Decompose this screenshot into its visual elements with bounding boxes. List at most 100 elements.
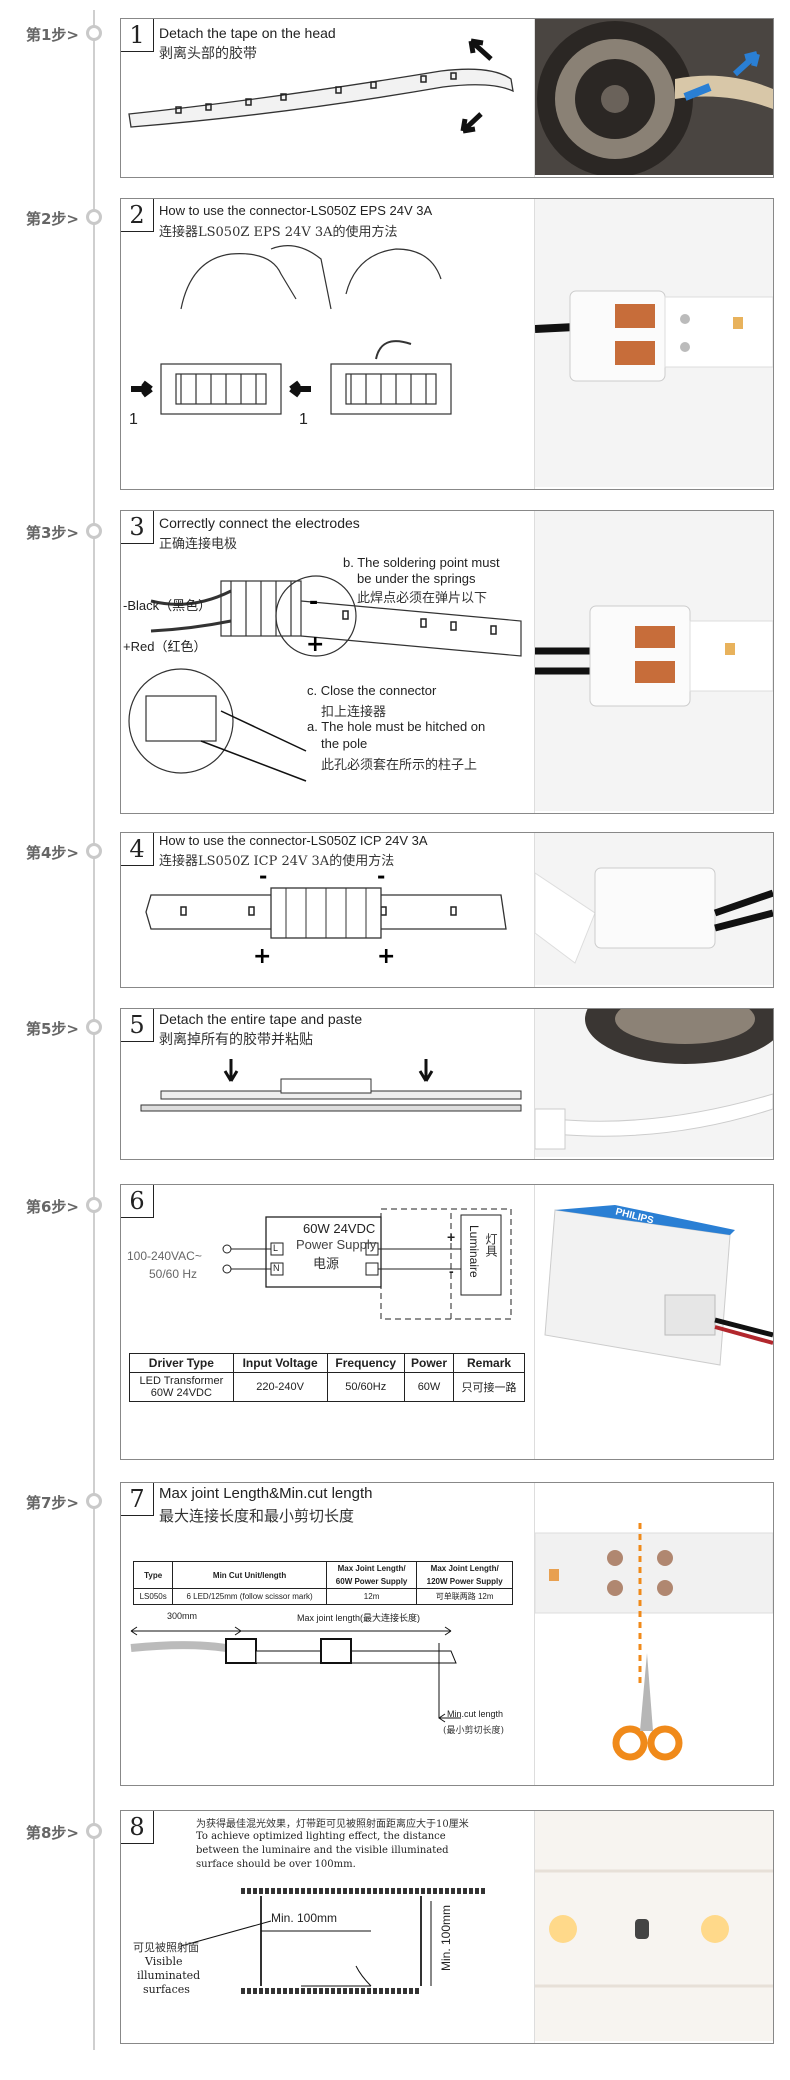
svg-text:+: + [253,944,271,969]
step-8-photo [534,1811,773,2043]
table-header: Type [132,1561,174,1589]
step-label-2: 第2步> [26,210,80,228]
table-header: Driver Type [129,1353,234,1373]
distance-note-en-3: surface should be over 100mm. [196,1859,356,1870]
step-label-8: 第8步> [26,1824,80,1842]
step-2-diagram: 2 How to use the connector-LS050Z EPS 24… [121,199,531,489]
step-number-5: 5 [121,1009,154,1042]
joint-spec-table: Type Min Cut Unit/length Max Joint Lengt… [132,1561,513,1605]
step-number-8: 8 [121,1811,154,1844]
note-c-en: c. Close the connector [307,683,437,698]
step-2-photo [534,199,773,489]
table-cell: 220-240V [232,1372,328,1402]
icp-connector-illustration: - - + + [145,864,507,969]
connector-photo [535,199,773,487]
step-label-5: 第5步> [26,1020,80,1038]
step-4-title-en: How to use the connector-LS050Z ICP 24V … [159,833,428,848]
step-panel-2: 2 How to use the connector-LS050Z EPS 24… [120,198,774,490]
note-a-en: a. The hole must be hitched on [307,719,486,734]
step-1-title-cn: 剥离头部的胶带 [159,46,257,62]
terminal-n: N [273,1263,280,1273]
step-7-diagram: 7 Max joint Length&Min.cut length 最大连接长度… [121,1483,531,1785]
step-number-3: 3 [121,511,154,544]
min-cut-en: Min.cut length [447,1709,504,1719]
step-4-diagram: 4 How to use the connector-LS050Z ICP 24… [121,833,531,987]
step-6-photo: PHILIPS [534,1185,773,1459]
wiring-illustration [222,1208,512,1320]
tape-peel-illustration [128,38,514,134]
surface-cn: 可见被照射面 [133,1941,199,1954]
step-label-1: 第1步> [26,26,80,44]
timeline-dot-3 [86,523,102,539]
step-panel-8: 8 为获得最佳混光效果，灯带距可见被照射面距离应大于10厘米 To achiev… [120,1810,774,2044]
input-voltage-label: 100-240VAC~ [127,1249,202,1263]
step-7-photo [534,1483,773,1785]
driver-photo [535,1185,773,1457]
step-5-diagram: 5 Detach the entire tape and paste 剥离掉所有… [121,1009,531,1159]
ps-cn: 电源 [313,1257,340,1272]
table-cell: 只可接一路 [453,1372,525,1402]
joint-length-illustration [130,1626,461,1723]
table-cell: 50/60Hz [326,1372,405,1402]
distance-note-en-1: To achieve optimized lighting effect, th… [196,1831,446,1842]
step-panel-5: 5 Detach the entire tape and paste 剥离掉所有… [120,1008,774,1160]
connector-wired-photo [535,511,773,811]
strip-reel-photo [535,1009,773,1157]
reel-photo [535,19,773,175]
plus-sign: + [447,1229,456,1245]
table-cell: 6 LED/125mm (follow scissor mark) [172,1588,327,1605]
step-number-1: 1 [121,19,154,52]
step-8-diagram: 8 为获得最佳混光效果，灯带距可见被照射面距离应大于10厘米 To achiev… [121,1811,531,2043]
step-5-title-en: Detach the entire tape and paste [159,1011,363,1027]
timeline-dot-4 [86,843,102,859]
distance-note-en-2: between the luminaire and the visible il… [196,1845,449,1856]
note-b-cn: 此焊点必须在弹片以下 [357,591,488,606]
dim-max-joint: Max joint length(最大连接长度) [297,1613,421,1623]
step-panel-7: 7 Max joint Length&Min.cut length 最大连接长度… [120,1482,774,1786]
step-5-title-cn: 剥离掉所有的胶带并粘贴 [159,1032,313,1048]
surface-en-2: illuminated [137,1969,201,1982]
step-3-title-en: Correctly connect the electrodes [159,515,360,531]
step-number-7: 7 [121,1483,154,1516]
driver-spec-table: Driver Type Input Voltage Frequency Powe… [129,1353,525,1402]
icp-connector-photo [535,833,773,985]
timeline-dot-6 [86,1197,102,1213]
lit-strip-photo [535,1811,773,2041]
minus-sign: - [449,1263,454,1279]
surface-en-1: Visible [145,1955,183,1968]
paste-tape-illustration [140,1059,522,1112]
table-header: Frequency [326,1353,405,1373]
terminal-l: L [273,1243,279,1253]
svg-text:-: - [259,864,267,888]
mark-1-left: 1 [129,411,138,428]
distance-note-cn: 为获得最佳混光效果，灯带距可见被照射面距离应大于10厘米 [196,1819,469,1830]
step-label-7: 第7步> [26,1494,80,1512]
step-6-diagram: 6 100-240VAC~ 50/60 Hz 60W 24VDC Power S… [121,1185,531,1459]
step-4-photo [534,833,773,987]
table-header: Remark [453,1353,525,1373]
min-distance-vertical: Min. 100mm [439,1904,453,1971]
step-4-title-cn: 连接器LS050Z ICP 24V 3A的使用方法 [159,854,395,869]
timeline-dot-8 [86,1823,102,1839]
connector-open-illustration [131,245,452,415]
timeline-dot-7 [86,1493,102,1509]
ps-title: 60W 24VDC [303,1221,376,1236]
table-cell: 60W [403,1372,455,1402]
note-a-en-2: the pole [321,736,368,751]
step-5-photo [534,1009,773,1159]
note-b-en: b. The soldering point must [343,555,500,570]
step-label-4: 第4步> [26,844,80,862]
table-header: Power [403,1353,455,1373]
cut-point-photo [535,1483,773,1783]
dim-300mm: 300mm [167,1611,198,1621]
note-a-cn: 此孔必须套在所示的柱子上 [321,758,478,773]
step-panel-6: 6 100-240VAC~ 50/60 Hz 60W 24VDC Power S… [120,1184,774,1460]
driver-type-line1: LED Transformer [139,1375,224,1387]
step-1-photo [534,19,773,177]
surface-en-3: surfaces [143,1983,190,1996]
step-number-4: 4 [121,833,154,866]
step-2-title-en: How to use the connector-LS050Z EPS 24V … [159,203,433,218]
note-b-en-2: be under the springs [357,571,476,586]
step-2-title-cn: 连接器LS050Z EPS 24V 3A的使用方法 [159,225,398,240]
